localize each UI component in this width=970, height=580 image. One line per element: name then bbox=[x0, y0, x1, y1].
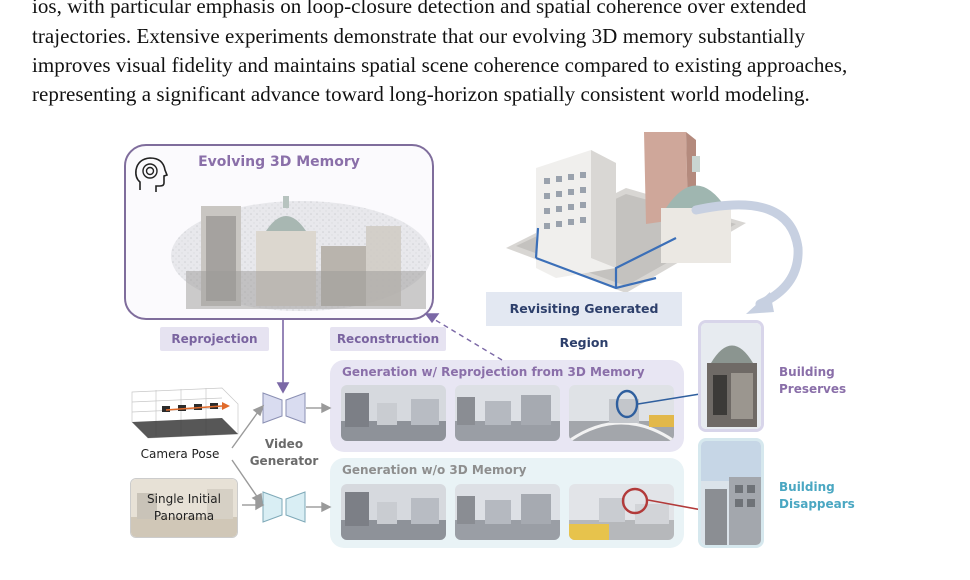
reprojection-tag: Reprojection bbox=[160, 327, 269, 351]
camera-pose-label: Camera Pose bbox=[140, 447, 220, 461]
pano-with-1 bbox=[341, 385, 446, 441]
memory-title: Evolving 3D Memory bbox=[198, 154, 360, 170]
gen-without-title: Generation w/o 3D Memory bbox=[342, 463, 527, 477]
highlight-red-icon bbox=[621, 487, 649, 515]
paragraph-line-1: ios, with particular emphasis on loop-cl… bbox=[32, 0, 807, 18]
highlight-blue-icon bbox=[615, 389, 639, 419]
building-disappeared-thumb bbox=[698, 438, 764, 548]
pano-without-2 bbox=[455, 484, 560, 540]
initial-panorama-image bbox=[130, 478, 238, 538]
reconstruction-tag: Reconstruction bbox=[330, 327, 446, 351]
red-connector bbox=[647, 499, 703, 511]
video-generator-label: Video Generator bbox=[249, 437, 319, 468]
memory-point-cloud-scene bbox=[171, 196, 431, 311]
building-disappears-label: Building Disappears bbox=[779, 480, 855, 511]
camera-trajectory-icon bbox=[131, 387, 239, 439]
panorama-label: Single Initial Panorama bbox=[147, 492, 221, 523]
blue-connector bbox=[637, 393, 701, 405]
paragraph-line-3: improves visual fidelity and maintains s… bbox=[32, 53, 848, 77]
building-preserves-label: Building Preserves bbox=[779, 365, 847, 396]
building-preserved-thumb bbox=[698, 320, 764, 432]
video-generator-icon bbox=[262, 392, 306, 424]
pano-without-1 bbox=[341, 484, 446, 540]
evolving-memory-panel: Evolving 3D Memory bbox=[124, 144, 434, 320]
gen-with-title: Generation w/ Reprojection from 3D Memor… bbox=[342, 365, 645, 379]
revisiting-region-label: Revisiting Generated Region bbox=[486, 292, 682, 350]
head-memory-icon bbox=[135, 157, 169, 192]
paragraph-line-2: trajectories. Extensive experiments demo… bbox=[32, 24, 806, 48]
pano-with-2 bbox=[455, 385, 560, 441]
revisited-city-scene bbox=[506, 132, 746, 293]
video-generator-icon bbox=[262, 491, 306, 523]
loop-arrow-icon bbox=[691, 200, 803, 314]
paragraph-line-4: representing a significant advance towar… bbox=[32, 82, 810, 106]
